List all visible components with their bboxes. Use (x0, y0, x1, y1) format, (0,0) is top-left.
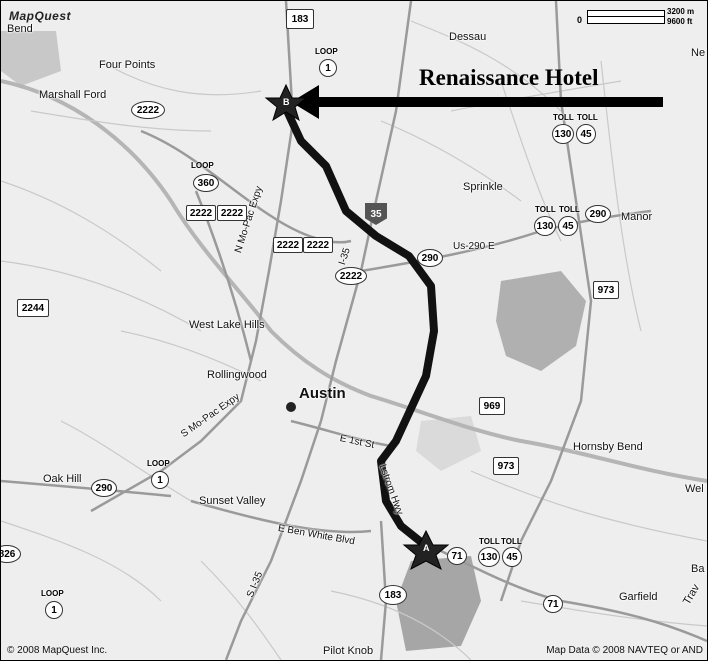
shield-290-right: 290 (585, 205, 611, 223)
shield-toll45-top: 45 (576, 124, 596, 144)
start-marker-a[interactable] (402, 529, 450, 571)
park-area-east (416, 416, 481, 471)
place-hornsby-bend: Hornsby Bend (573, 441, 643, 453)
place-dessau: Dessau (449, 31, 487, 43)
shield-290-left: 290 (91, 479, 117, 497)
lake-decker (496, 271, 586, 371)
end-marker-label: B (283, 97, 290, 107)
road-i35-south (224, 420, 323, 660)
shield-826: 826 (1, 545, 21, 563)
place-rollingwood: Rollingwood (207, 369, 267, 381)
annotation-arrow-shaft (301, 97, 663, 107)
place-wel: Wel (685, 483, 704, 495)
water-body-south (396, 556, 481, 651)
place-pilot-knob: Pilot Knob (323, 645, 374, 657)
city-star-austin (286, 402, 296, 412)
place-west-lake-hills: West Lake Hills (189, 319, 265, 331)
place-ba: Ba (691, 563, 705, 575)
scale-bar-divider (588, 16, 664, 17)
shield-tag-loop-mid: LOOP (147, 459, 170, 468)
shield-toll130-bot: 130 (478, 547, 500, 567)
shield-183-top: 183 (286, 9, 314, 29)
shield-973-top: 973 (593, 281, 619, 299)
shield-toll130-top: 130 (552, 124, 574, 144)
annotation-label: Renaissance Hotel (419, 65, 599, 90)
place-sunset-valley: Sunset Valley (199, 495, 266, 507)
place-ne: Ne (691, 47, 706, 59)
scale-imperial: 9600 ft (667, 17, 693, 26)
colorado-river (1, 79, 707, 483)
shield-2222-c: 2222 (217, 205, 247, 221)
place-manor: Manor (621, 211, 653, 223)
place-bend: Bend (7, 23, 33, 35)
shield-973-bot: 973 (493, 457, 519, 475)
shield-toll45-bot: 45 (502, 547, 522, 567)
route-line (284, 109, 438, 550)
shield-tag-toll-mid-1: TOLL (535, 205, 556, 214)
shield-2222-b: 2222 (186, 205, 216, 221)
shield-toll130-mid: 130 (534, 216, 556, 236)
shield-loop1-top: 1 (319, 59, 337, 77)
place-oak-hill: Oak Hill (43, 473, 82, 485)
scale-bar-box (587, 10, 665, 24)
road-130-toll (499, 1, 593, 602)
scale-metric: 3200 m (667, 7, 695, 16)
scale-zero: 0 (577, 15, 583, 25)
shield-i35: 35 (365, 203, 387, 225)
annotation-arrow-head (291, 85, 319, 119)
start-marker-label: A (423, 543, 430, 553)
shield-2222-d: 2222 (273, 237, 303, 253)
shield-tag-toll-bot-1: TOLL (479, 537, 500, 546)
road-ben-white (190, 499, 372, 534)
shield-290-mid: 290 (417, 249, 443, 267)
place-austin: Austin (299, 385, 346, 402)
shield-71-a: 71 (447, 547, 467, 565)
shield-tag-toll-bot-2: TOLL (501, 537, 522, 546)
road-i35-north (319, 1, 413, 422)
road-e1st (290, 419, 392, 448)
shield-tag-toll-mid-2: TOLL (559, 205, 580, 214)
shield-71-b: 71 (543, 595, 563, 613)
place-marshall-ford: Marshall Ford (39, 89, 107, 101)
shield-tag-loop-bot: LOOP (41, 589, 64, 598)
place-sprinkle: Sprinkle (463, 181, 503, 193)
map-data-credits: Map Data © 2008 NAVTEQ or AND (546, 645, 703, 656)
water-top-left (1, 31, 61, 86)
shield-toll45-mid: 45 (558, 216, 578, 236)
minor-roads (1, 20, 707, 660)
shield-183-bot: 183 (379, 585, 407, 605)
shield-969: 969 (479, 397, 505, 415)
scale-bar: 0 3200 m 9600 ft (577, 7, 705, 35)
road-290-west (1, 479, 172, 498)
shield-tag-loop-top: LOOP (315, 47, 338, 56)
place-four-points: Four Points (99, 59, 156, 71)
shield-tag-toll-top-2: TOLL (577, 113, 598, 122)
shield-2222-f: 2222 (335, 267, 367, 285)
shield-2222-e: 2222 (303, 237, 333, 253)
road-mopac (90, 120, 295, 513)
shield-2244: 2244 (17, 299, 49, 317)
shield-loop1-mid: 1 (151, 471, 169, 489)
brand-logo: MapQuest (9, 9, 72, 23)
road-label-us290e: Us-290 E (453, 241, 495, 252)
shield-loop360: 360 (193, 174, 219, 192)
shield-loop1-bot: 1 (45, 601, 63, 619)
shield-tag-loop-360: LOOP (191, 161, 214, 170)
shield-2222-a: 2222 (131, 101, 165, 119)
end-marker-b[interactable] (264, 83, 308, 122)
copyright-text: © 2008 MapQuest Inc. (7, 645, 108, 656)
shield-tag-toll-top-1: TOLL (553, 113, 574, 122)
place-garfield: Garfield (619, 591, 658, 603)
